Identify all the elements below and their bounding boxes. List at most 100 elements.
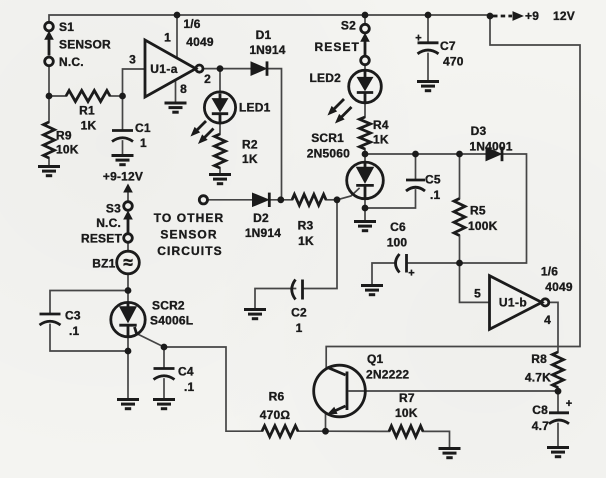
led-LED1: [190, 90, 237, 145]
switch-S1: [43, 20, 55, 68]
label-c1: C1: [135, 121, 151, 135]
wire-net: [48, 14, 581, 450]
scr-SCR2: [109, 300, 147, 339]
label-s1-nc: N.C.: [59, 55, 84, 69]
ground-symbol: [38, 165, 60, 178]
label-led2: LED2: [310, 71, 342, 85]
label-d2-part: 1N914: [245, 226, 281, 240]
resistor-R9: [40, 120, 58, 160]
label-r4-value: 1K: [373, 133, 389, 147]
junction-dot: [277, 196, 285, 204]
power-arrow: [493, 11, 524, 21]
label-r2: R2: [242, 138, 258, 152]
ground-symbol: [164, 101, 187, 114]
junction-dot: [361, 11, 369, 19]
diode-D2: [252, 192, 271, 208]
scr-SCR1: [345, 160, 385, 201]
junction-dot: [124, 347, 132, 355]
junction-dot: [160, 343, 168, 351]
switch-S2: [359, 22, 371, 67]
inverter-U1a: [143, 37, 205, 100]
ground-symbol: [361, 284, 383, 297]
label-c1-value: 1: [140, 136, 147, 150]
label-c5-value: .1: [430, 188, 441, 202]
label-scr1-part: 2N5060: [307, 147, 350, 161]
junction-dot: [456, 150, 463, 158]
label-c2: C2: [291, 306, 307, 320]
label-r6-value: 470Ω: [260, 408, 291, 422]
ground-symbol: [111, 154, 134, 167]
label-u1b: U1-b: [499, 296, 527, 310]
note-line3: CIRCUITS: [157, 244, 222, 258]
inverter-bubble: [194, 63, 205, 74]
capacitor-C6: [394, 253, 408, 274]
label-c6: C6: [390, 220, 406, 234]
capacitor-C5: [405, 178, 426, 193]
label-r4: R4: [373, 118, 389, 132]
label-d1: D1: [256, 28, 272, 42]
components: [38, 11, 570, 441]
resistor-R3: [290, 190, 328, 209]
plus-c8: +: [566, 398, 572, 410]
ground-symbol: [547, 446, 569, 459]
label-scr2: SCR2: [152, 299, 185, 313]
ground-symbol: [354, 220, 376, 233]
junction-dot: [173, 11, 181, 19]
ground-symbol: [117, 398, 139, 411]
ground-symbol: [153, 398, 175, 411]
pin-u1a-8: 8: [180, 82, 187, 96]
switch-S3: [122, 183, 134, 244]
label-u1b-part: 4049: [545, 280, 573, 294]
label-led1: LED1: [239, 101, 271, 115]
led-LED2: [327, 68, 383, 124]
junction-dot: [361, 204, 369, 212]
resistor-R5: [450, 197, 469, 237]
ground-symbol: [244, 308, 266, 321]
junction-dot: [119, 92, 126, 100]
label-c7-value: 470: [443, 55, 464, 69]
label-r3-value: 1K: [298, 234, 314, 248]
label-c3: C3: [65, 309, 81, 323]
label-r7-value: 10K: [395, 406, 418, 420]
label-r1: R1: [79, 104, 95, 118]
plus-c7: +: [415, 33, 421, 45]
label-u1a-fraction: 1/6: [183, 17, 200, 31]
label-c4-value: .1: [184, 380, 195, 394]
label-power-left: +9-12V: [103, 170, 143, 184]
label-d3-part: 1N4001: [469, 140, 512, 154]
pin-u1b-5: 5: [474, 287, 481, 301]
label-r6: R6: [269, 390, 285, 404]
label-c2-value: 1: [296, 321, 303, 335]
diode-D3: [485, 146, 504, 162]
label-s3-nc: N.C.: [96, 216, 121, 230]
capacitor-C8: [548, 411, 570, 425]
junction-dot: [412, 150, 419, 158]
label-d2: D2: [253, 211, 269, 225]
label-r9: R9: [56, 129, 72, 143]
pin-u1a-1: 1: [164, 31, 171, 45]
label-s3: S3: [106, 202, 121, 216]
label-s3-reset: RESET: [81, 232, 122, 246]
label-u1a: U1-a: [150, 62, 178, 76]
junction-dot: [486, 12, 494, 20]
capacitor-C7: [416, 41, 440, 55]
label-s1: S1: [59, 20, 74, 34]
resistor-R2: [211, 132, 229, 170]
pin-u1b-4: 4: [544, 313, 551, 327]
label-c7: C7: [440, 39, 456, 53]
label-scr1: SCR1: [311, 131, 344, 145]
junction-dot: [424, 11, 432, 19]
label-r3: R3: [298, 219, 314, 233]
label-s2: S2: [341, 19, 356, 33]
label-c6-value: 100: [387, 236, 408, 250]
resistor-R6: [260, 422, 300, 441]
ground-symbol: [209, 173, 231, 186]
label-r5-value: 100K: [468, 219, 498, 233]
label-r9-value: 10K: [56, 143, 79, 157]
transistor-Q1: [312, 363, 367, 419]
label-r2-value: 1K: [242, 152, 258, 166]
resistor-R4: [355, 115, 375, 151]
label-d3: D3: [471, 124, 487, 138]
junction-dot: [45, 92, 53, 100]
